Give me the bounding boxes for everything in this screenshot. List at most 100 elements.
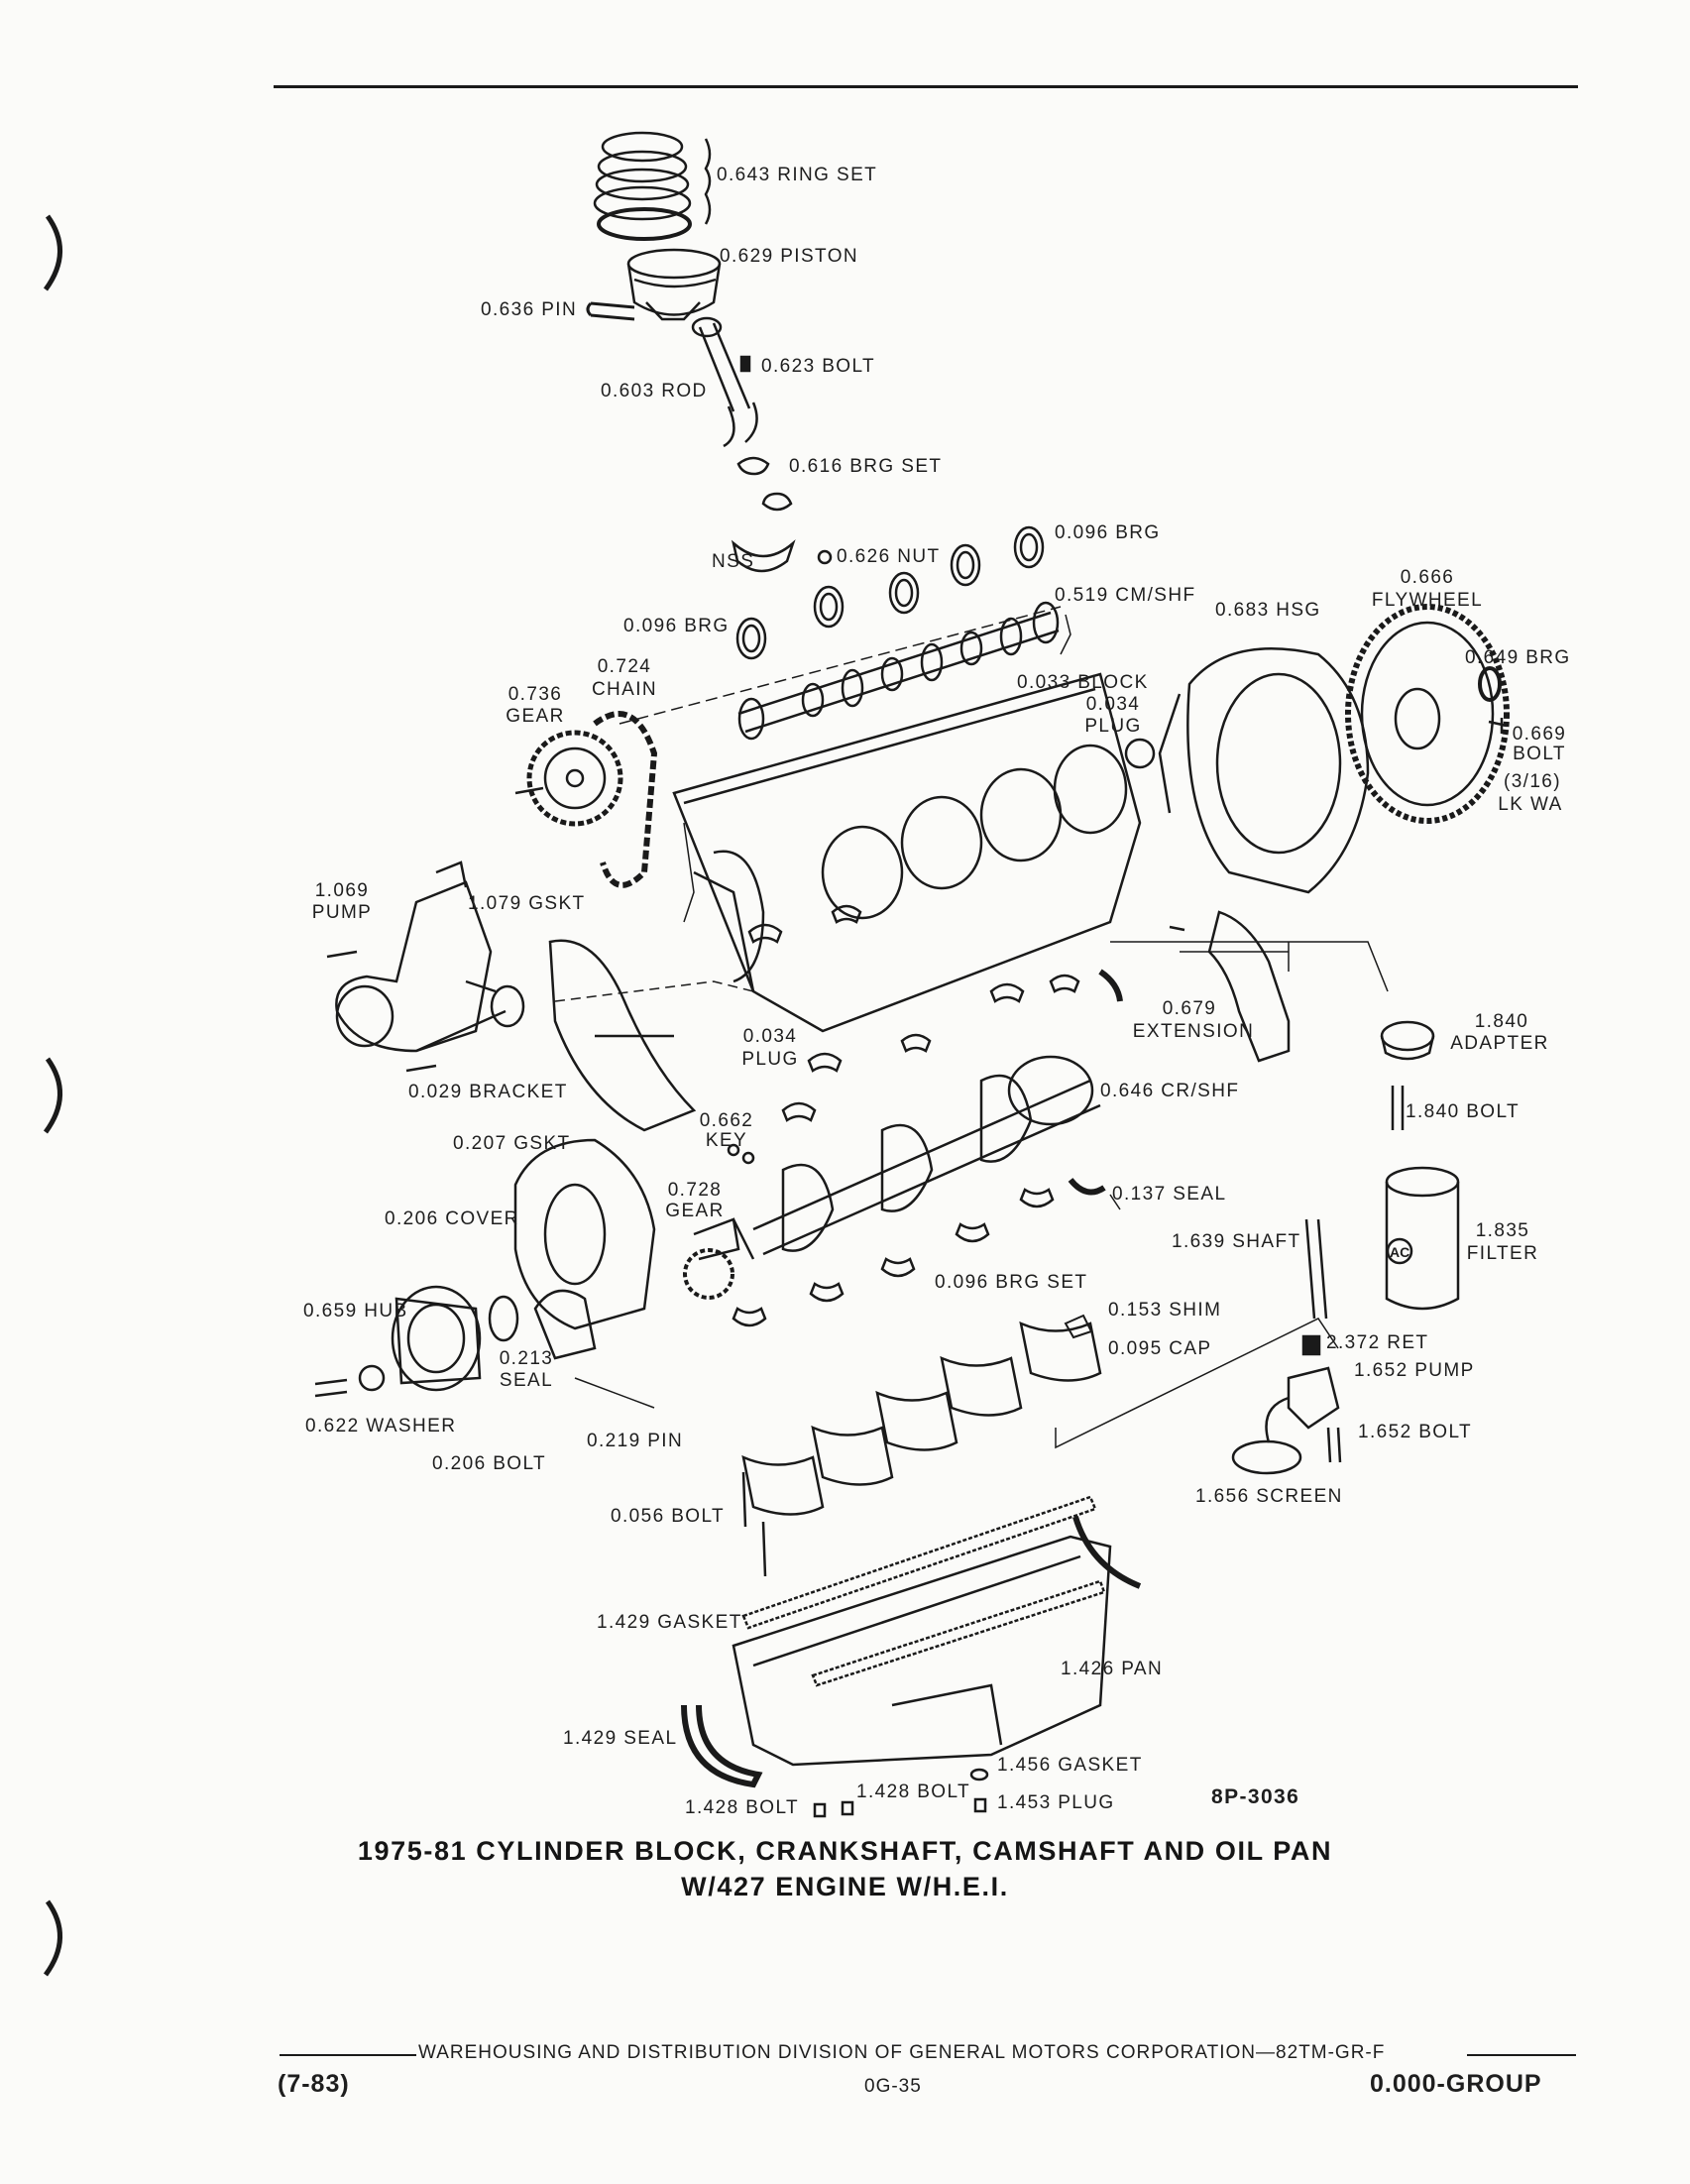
footer-rule-left [280,2054,416,2056]
label-gasket-429: 1.429 GASKET [597,1612,742,1633]
header-rule [274,85,1578,88]
piston-illustration [586,248,722,321]
label-bolt-623: 0.623 BOLT [761,356,876,377]
label-chain: CHAIN [591,679,658,700]
label-bracket: 0.029 BRACKET [408,1082,568,1102]
balancer-hub-illustration [314,1285,597,1398]
label-nss: NSS [712,551,755,572]
label-shaft: 1.639 SHAFT [1172,1231,1301,1252]
label-brg-649: 0.649 BRG [1465,647,1571,668]
label-bolt-669-no: 0.669 [1512,724,1567,745]
label-brg-096-left: 0.096 BRG [623,616,730,636]
label-hsg: 0.683 HSG [1215,600,1321,621]
label-cover: 0.206 COVER [385,1208,519,1229]
label-seal-137: 0.137 SEAL [1112,1184,1227,1205]
footer-publisher: WAREHOUSING AND DISTRIBUTION DIVISION OF… [418,2042,1386,2063]
label-gear2-no: 0.728 [667,1180,723,1201]
label-bolt-428b: 1.428 BOLT [685,1797,800,1818]
label-cap: 0.095 CAP [1108,1338,1212,1359]
label-pin-219: 0.219 PIN [587,1431,684,1451]
label-key-no: 0.662 [699,1110,754,1131]
diagram-code: 8P-3036 [1211,1785,1300,1808]
label-cr-shf: 0.646 CR/SHF [1100,1081,1240,1101]
label-flywheel: FLYWHEEL [1371,590,1484,611]
label-extension: EXTENSION [1132,1021,1255,1042]
camshaft-illustration [737,601,1060,741]
label-gskt-207: 0.207 GSKT [453,1133,571,1154]
main-bearing-caps-illustration [741,1314,1102,1516]
label-bolt-669: BOLT [1513,744,1566,764]
label-gear2: GEAR [665,1201,725,1221]
oil-pan-illustration [732,1535,1112,1767]
label-pump: PUMP [311,902,373,923]
main-bearing-shells-illustration [732,904,1123,1327]
label-chain-no: 0.724 [597,656,652,677]
label-bolt-206: 0.206 BOLT [432,1453,547,1474]
label-lk-wa: LK WA [1498,794,1563,815]
piston-ring-set-illustration [593,131,712,241]
label-bolt-428a: 1.428 BOLT [856,1782,971,1802]
oil-pan-seal-illustration [681,1516,1142,1788]
label-gear: GEAR [506,706,565,727]
cam-bearing-illustration [735,525,1045,660]
label-seal-429: 1.429 SEAL [563,1728,678,1749]
label-plug: PLUG [1084,716,1142,737]
label-cm-shf: 0.519 CM/SHF [1055,585,1196,606]
label-bolt-056: 0.056 BOLT [611,1506,726,1527]
label-pin: 0.636 PIN [481,299,578,320]
label-pan: 1.426 PAN [1061,1659,1164,1679]
label-plug2: PLUG [741,1049,799,1070]
label-bolt-652: 1.652 BOLT [1358,1422,1473,1442]
label-plug-no: 0.034 [1085,694,1141,715]
label-gear-no: 0.736 [507,684,563,705]
footer-group: 0.000-GROUP [1370,2070,1542,2098]
bearing-set-illustration [731,456,833,573]
label-adapter: ADAPTER [1450,1033,1549,1054]
label-ret: 2.372 RET [1326,1332,1429,1353]
timing-cover-illustration [513,1138,656,1330]
bracket-illustration [548,939,697,1132]
label-hub: 0.659 HUB [303,1301,408,1322]
label-brg-096-top: 0.096 BRG [1055,522,1161,543]
oil-filter-adapter-illustration [1380,1020,1435,1130]
oil-pan-gasket-illustration [741,1495,1106,1687]
label-ring-set: 0.643 RING SET [717,165,878,185]
label-plug2-no: 0.034 [742,1026,798,1047]
timing-gear-chain-illustration [514,711,658,888]
label-brg-set-616: 0.616 BRG SET [789,456,943,477]
label-extension-no: 0.679 [1162,998,1217,1019]
label-brg-set-096: 0.096 BRG SET [935,1272,1088,1293]
label-key: KEY [705,1130,748,1151]
binder-hole-mark [43,1057,62,1134]
binder-hole-mark [43,1899,62,1977]
label-seal-213: SEAL [499,1370,554,1391]
label-block: 0.033 BLOCK [1017,672,1149,693]
oil-pump-illustration [1231,1218,1342,1475]
label-screen: 1.656 SCREEN [1195,1486,1343,1507]
label-shim: 0.153 SHIM [1108,1300,1222,1321]
label-pump-no: 1.069 [314,880,370,901]
extension-plate-illustration [1169,910,1291,1063]
connecting-rod-illustration [691,316,758,448]
label-seal-213-no: 0.213 [499,1348,554,1369]
label-piston: 0.629 PISTON [720,246,859,267]
oil-filter-illustration [1385,1166,1460,1311]
label-flywheel-no: 0.666 [1400,567,1455,588]
crankshaft-illustration [683,1055,1101,1300]
label-lk-wa-size: (3/16) [1503,771,1562,792]
label-gasket-456: 1.456 GASKET [997,1755,1143,1776]
footer-rule-right [1467,2054,1576,2056]
flywheel-illustration [1345,604,1510,824]
footer-date-code: (7-83) [278,2070,350,2098]
binder-hole-mark [43,214,62,291]
label-rod: 0.603 ROD [601,381,708,402]
filter-ac-mark: AC [1390,1244,1410,1260]
diagram-title-line-1: 1975-81 CYLINDER BLOCK, CRANKSHAFT, CAMS… [357,1836,1333,1866]
cylinder-block-illustration [672,672,1156,1033]
leader-lines [554,606,1389,1449]
footer-page-number: 0G-35 [864,2076,922,2097]
label-plug-453: 1.453 PLUG [997,1792,1115,1813]
diagram-title-line-2: W/427 ENGINE W/H.E.I. [681,1872,1009,1901]
